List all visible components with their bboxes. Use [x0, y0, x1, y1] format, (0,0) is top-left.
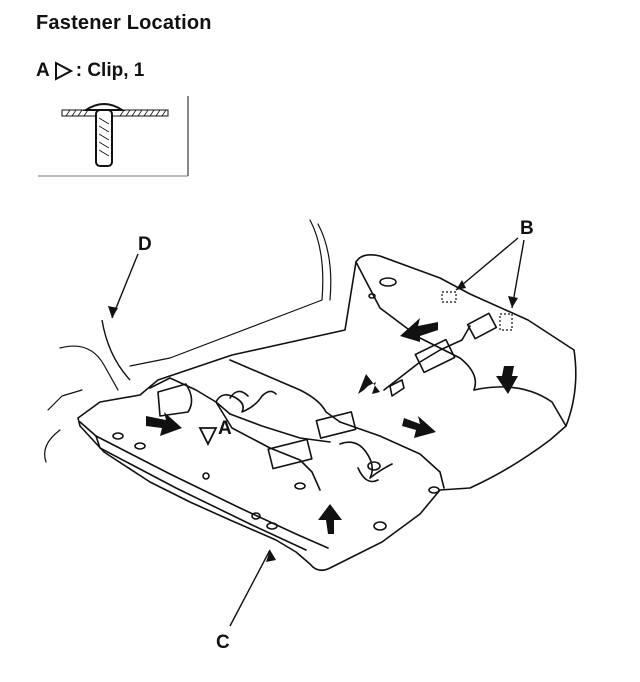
- floor-carpet-diagram: [44, 219, 577, 627]
- callout-b: B: [520, 218, 534, 239]
- triangle-pointer-icon: [198, 427, 218, 447]
- callout-c: C: [216, 632, 230, 653]
- legend-letter: A: [36, 60, 50, 81]
- clip-illustration: [38, 96, 189, 177]
- triangle-pointer-icon: [53, 61, 73, 81]
- page-title: Fastener Location: [36, 12, 212, 34]
- callout-d: D: [138, 234, 152, 255]
- callout-a: A: [218, 418, 232, 439]
- fastener-legend: A : Clip, 1: [36, 60, 144, 82]
- legend-text: : Clip, 1: [75, 60, 145, 81]
